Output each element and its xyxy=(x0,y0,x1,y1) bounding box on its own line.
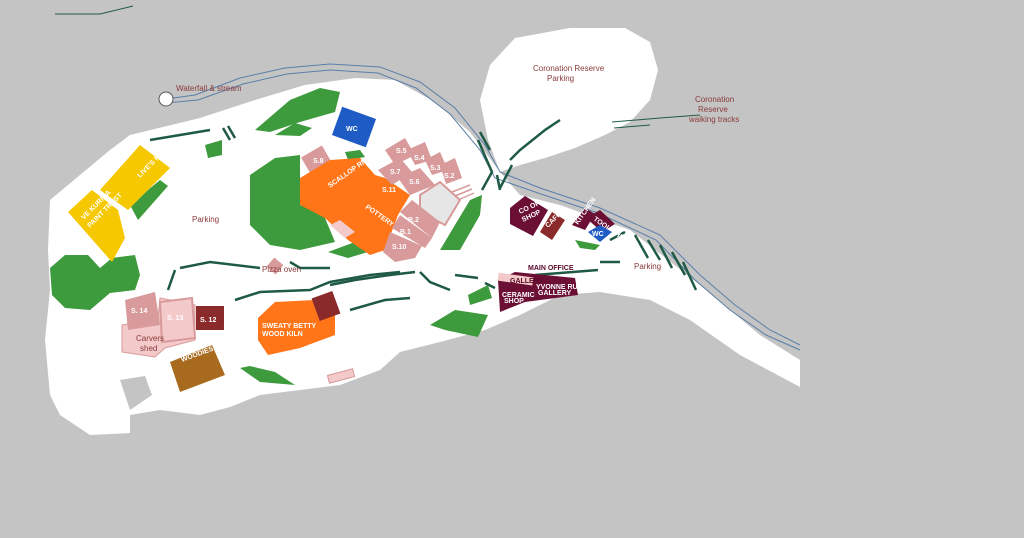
s13-building[interactable] xyxy=(158,296,197,344)
s6-label: S.6 xyxy=(409,179,420,186)
tool-shed-building[interactable] xyxy=(586,210,615,232)
s12-building[interactable] xyxy=(196,306,224,330)
parking-west-label: Parking xyxy=(192,215,219,224)
coronation-walk-line xyxy=(611,114,701,123)
s7-building[interactable] xyxy=(378,158,412,185)
waterfall-icon xyxy=(158,91,174,107)
gallery-label: GALLERY xyxy=(510,278,544,285)
gallery-room[interactable] xyxy=(497,272,534,286)
s11-label: S.11 xyxy=(382,187,396,194)
s10-building[interactable] xyxy=(383,232,422,262)
small-shed[interactable] xyxy=(326,368,356,384)
cafe-building[interactable] xyxy=(540,212,565,240)
coop-shop-building[interactable] xyxy=(510,196,548,236)
s13-label: S. 13 xyxy=(167,315,183,322)
coronation-parking-label-2: Parking xyxy=(547,74,574,83)
walking-label-2: Reserve xyxy=(698,105,728,114)
wc-east-building[interactable] xyxy=(588,225,612,242)
b2-building[interactable] xyxy=(400,200,440,238)
paint-trust-building[interactable] xyxy=(68,190,125,262)
carvers-label-2: shed xyxy=(140,344,157,353)
s5-building[interactable] xyxy=(385,138,415,165)
s5-label: S.5 xyxy=(396,148,407,155)
kiln-chimney[interactable] xyxy=(311,290,341,322)
s12-label: S. 12 xyxy=(200,317,216,324)
steps xyxy=(451,184,475,201)
stream xyxy=(165,63,801,351)
coronation-walk-line-2 xyxy=(613,124,651,129)
s4-label: S.4 xyxy=(414,155,425,162)
ceramic-label-1: CERAMIC xyxy=(502,292,535,299)
b1-building[interactable] xyxy=(392,215,432,248)
yvonne-label-2: GALLERY xyxy=(538,290,572,297)
walking-label-1: Coronation xyxy=(695,95,734,104)
s6-building[interactable] xyxy=(398,168,435,195)
main-office-label: MAIN OFFICE xyxy=(528,265,574,272)
kiln-label-1: SWEATY BETTY xyxy=(262,323,317,330)
ceramic-label-2: SHOP xyxy=(504,298,524,305)
pizza-oven-label: Pizza oven xyxy=(262,265,301,274)
s14-building[interactable] xyxy=(125,292,160,330)
yvonne-label-1: YVONNE RUST xyxy=(536,284,587,291)
roads xyxy=(149,118,698,312)
kitchen-building[interactable] xyxy=(572,208,595,230)
waterfall-label: Waterfall & stream xyxy=(176,84,242,93)
pizza-oven[interactable] xyxy=(266,257,284,275)
land-inlet xyxy=(120,376,152,410)
carvers-label-1: Carvers xyxy=(136,334,164,343)
parking-east-label: Parking xyxy=(634,262,661,271)
kiln-label-2: WOOD KILN xyxy=(262,331,303,338)
lives-paint-building[interactable] xyxy=(100,145,170,210)
b1-label: B.1 xyxy=(400,229,411,236)
coronation-parking-label-1: Coronation Reserve xyxy=(533,64,605,73)
woodies-building[interactable] xyxy=(170,345,225,392)
main-land xyxy=(45,78,800,435)
s4-building[interactable] xyxy=(407,142,432,165)
kiln-building[interactable] xyxy=(258,300,335,355)
b2-label: B.2 xyxy=(408,217,419,224)
walking-label-3: walking tracks xyxy=(688,115,739,124)
coronation-land xyxy=(480,28,658,172)
green-areas xyxy=(50,88,600,385)
s7-label: S.7 xyxy=(390,169,401,176)
edge-line xyxy=(55,5,134,15)
s2-building[interactable] xyxy=(440,158,462,184)
wc-north-building[interactable] xyxy=(331,106,377,148)
s2-label: S.2 xyxy=(444,173,455,180)
s10-label: S.10 xyxy=(392,244,407,251)
wc-east-label: WC xyxy=(592,231,604,238)
s3-label: S.3 xyxy=(430,165,441,172)
s8-label: S.8 xyxy=(313,158,324,165)
wc-north-label: WC xyxy=(346,126,358,133)
scallop-pottery-building[interactable] xyxy=(300,158,410,255)
s14-label: S. 14 xyxy=(131,308,147,315)
s8-annex xyxy=(330,220,355,238)
